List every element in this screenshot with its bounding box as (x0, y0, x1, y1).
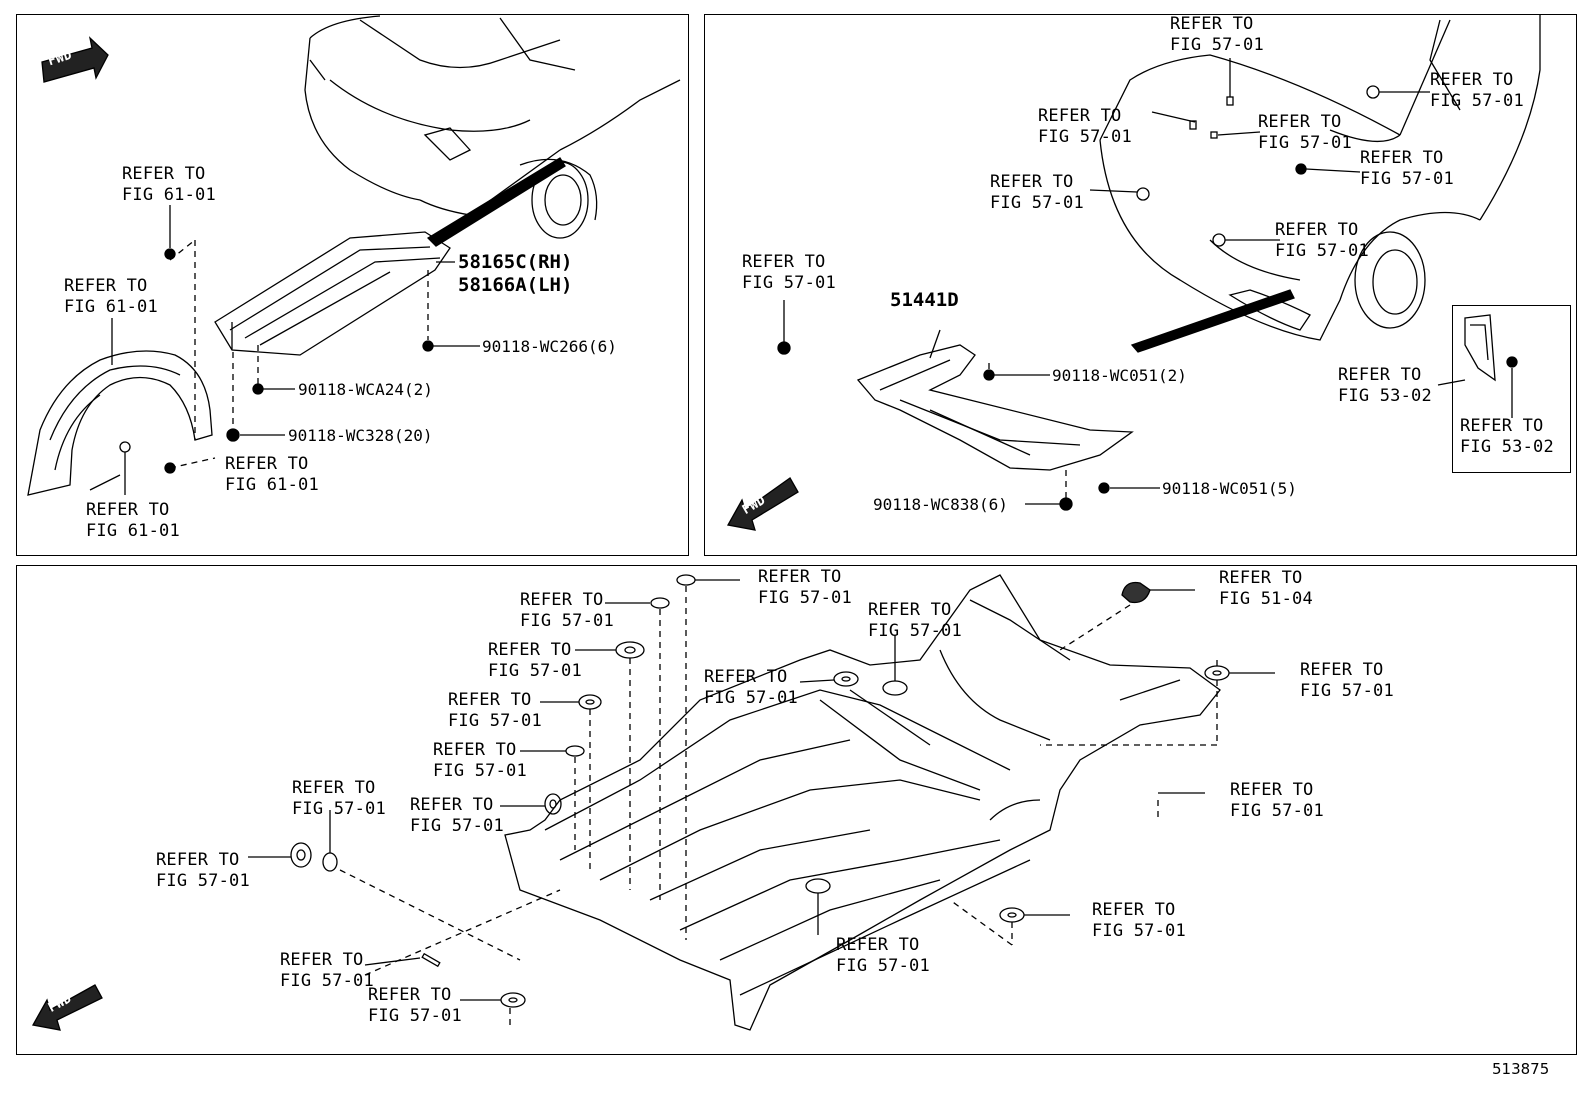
dashed-leaders-top-left (169, 239, 429, 469)
rocker-cover-part (214, 231, 451, 356)
dashed-leaders-top-right (988, 360, 1067, 498)
floor-pan-part (504, 574, 1221, 1031)
car-front-outline (1099, 15, 1541, 341)
part-number-wc051-5: 90118-WC051(5) (1162, 479, 1297, 498)
leader-lines-top-left (111, 205, 480, 495)
underbody-cover-part (856, 344, 1134, 471)
dashed-leaders-bottom (339, 586, 1218, 1030)
part-number-wc051-2: 90118-WC051(2) (1052, 366, 1187, 385)
top-left-panel (16, 14, 689, 556)
part-number-wc838: 90118-WC838(6) (873, 495, 1008, 514)
mud-flap-part (1464, 314, 1496, 382)
diagram-number: 513875 (1492, 1060, 1550, 1078)
part-number-wc328: 90118-WC328(20) (288, 426, 433, 445)
fender-liner-part (27, 350, 213, 496)
part-number-wc266: 90118-WC266(6) (482, 337, 617, 356)
inset-box (1452, 305, 1571, 473)
top-right-panel (704, 14, 1577, 556)
pointer-wedge-right (1130, 289, 1295, 353)
fastener-icons-top-left (119, 248, 434, 474)
fwd-arrow-icon-top-right (726, 477, 799, 531)
leader-lines-bottom (248, 579, 1275, 1001)
leader-lines-top-right (783, 58, 1513, 505)
part-number-wca24: 90118-WCA24(2) (298, 380, 433, 399)
part-number-58165c: 58165C(RH) (458, 251, 573, 273)
pointer-wedge-left (426, 157, 566, 247)
part-number-51441d: 51441D (890, 289, 959, 311)
part-number-58166a: 58166A(LH) (458, 274, 573, 296)
bottom-panel (16, 565, 1577, 1055)
fwd-arrow-icon-top-left (41, 36, 109, 83)
fwd-arrow-icon-bottom (31, 984, 103, 1031)
